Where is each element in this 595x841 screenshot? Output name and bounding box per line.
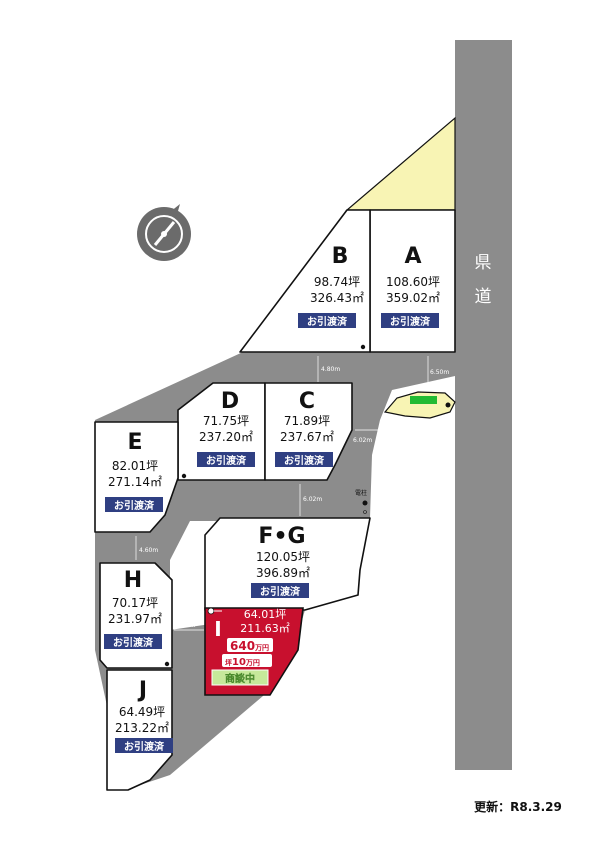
lot-I-sqm: 211.63㎡ xyxy=(240,622,290,635)
lot-H-tsubo: 70.17坪 xyxy=(112,596,158,610)
dim-6-label: 5.30m xyxy=(176,622,195,629)
lot-E-tsubo: 82.01坪 xyxy=(112,459,158,473)
dim-4-label: 6.02m xyxy=(303,496,322,503)
dim-2-label: 4.80m xyxy=(321,366,340,373)
lot-D-sold-tag xyxy=(197,452,255,467)
lot-C-sold-label: お引渡済 xyxy=(284,454,325,467)
pole-marker-small xyxy=(363,510,367,514)
lot-I-negotiating-tag xyxy=(211,669,269,686)
lot-H-marker xyxy=(164,661,170,667)
lot-FG-sold-label: お引渡済 xyxy=(260,585,301,598)
lot-FG-letter: F•G xyxy=(258,524,305,549)
lot-J[interactable] xyxy=(106,669,173,791)
triangle-plot xyxy=(345,116,456,211)
lot-C-tsubo: 71.89坪 xyxy=(284,414,330,428)
garbage-marker xyxy=(445,402,451,408)
lot-FG-tsubo: 120.05坪 xyxy=(256,550,310,564)
lot-FG-sold-tag xyxy=(251,583,309,598)
dim-3-label: 6.02m xyxy=(353,437,372,444)
lot-H-sold-label: お引渡済 xyxy=(113,636,154,649)
lot-E-letter: E xyxy=(127,430,142,455)
lot-B-sold-tag xyxy=(298,313,356,328)
lot-I-price: 640万円 xyxy=(230,639,269,653)
compass-icon xyxy=(137,204,191,261)
lot-FG-sqm: 396.89㎡ xyxy=(256,566,310,580)
lot-I-letter: I xyxy=(214,617,221,641)
lot-A-sqm: 359.02㎡ xyxy=(386,291,440,305)
lot-I-per-tsubo: 坪10万円 xyxy=(225,657,260,668)
lot-J-tsubo: 64.49坪 xyxy=(119,705,165,719)
lot-A-tsubo: 108.60坪 xyxy=(386,275,440,289)
lot-I-marker xyxy=(207,607,222,615)
lot-I-per-tsubo-box xyxy=(222,654,272,667)
lot-B-sqm: 326.43㎡ xyxy=(310,291,364,305)
lot-C-letter: C xyxy=(299,389,315,414)
pole-marker xyxy=(362,500,368,506)
lot-D-tsubo: 71.75坪 xyxy=(203,414,249,428)
lot-A-sold-tag xyxy=(381,313,439,328)
lot-A-sold-label: お引渡済 xyxy=(390,315,431,328)
dim-1-label: 6.50m xyxy=(430,369,449,376)
lot-D-sqm: 237.20㎡ xyxy=(199,430,253,444)
lot-J-sold-tag xyxy=(115,738,173,753)
garbage-label: ゴミ箱設置位置 xyxy=(392,436,448,446)
lot-B-letter: B xyxy=(332,244,349,269)
lot-H-letter: H xyxy=(124,568,142,593)
lot-D-sold-label: お引渡済 xyxy=(206,454,247,467)
lot-H-sold-tag xyxy=(104,634,162,649)
lot-C-sqm: 237.67㎡ xyxy=(280,430,334,444)
lot-E-sold-label: お引渡済 xyxy=(114,499,155,512)
road-name-char-2: 道 xyxy=(475,287,492,307)
lot-I-tsubo: 64.01坪 xyxy=(244,608,287,621)
lot-J-sold-label: お引渡済 xyxy=(124,740,165,753)
lot-J-letter: J xyxy=(137,678,147,703)
updated-date: 更新：R8.3.29 xyxy=(474,799,562,814)
lot-B-sold-label: お引渡済 xyxy=(307,315,348,328)
garbage-area xyxy=(383,391,456,419)
lot-J-sqm: 213.22㎡ xyxy=(115,721,169,735)
lot-B-tsubo: 98.74坪 xyxy=(314,275,360,289)
lot-E-sqm: 271.14㎡ xyxy=(108,475,162,489)
lot-H-sqm: 231.97㎡ xyxy=(108,612,162,626)
prefectural-road xyxy=(455,40,512,770)
garbage-bin xyxy=(410,396,437,404)
pole-label: 電柱 xyxy=(355,489,367,497)
lot-E-sold-tag xyxy=(105,497,163,512)
lot-D-letter: D xyxy=(221,389,239,414)
lot-D-marker xyxy=(181,473,187,479)
lot-I-price-box xyxy=(227,638,273,652)
lot-I-negotiating-label: 商談中 xyxy=(225,672,255,685)
lot-FG[interactable] xyxy=(204,517,371,611)
lot-C-sold-tag xyxy=(275,452,333,467)
lot-A-letter: A xyxy=(404,244,421,269)
road-name-char-1: 県 xyxy=(475,253,492,273)
lot-B-marker xyxy=(360,344,366,350)
dim-5-label: 4.60m xyxy=(139,547,158,554)
